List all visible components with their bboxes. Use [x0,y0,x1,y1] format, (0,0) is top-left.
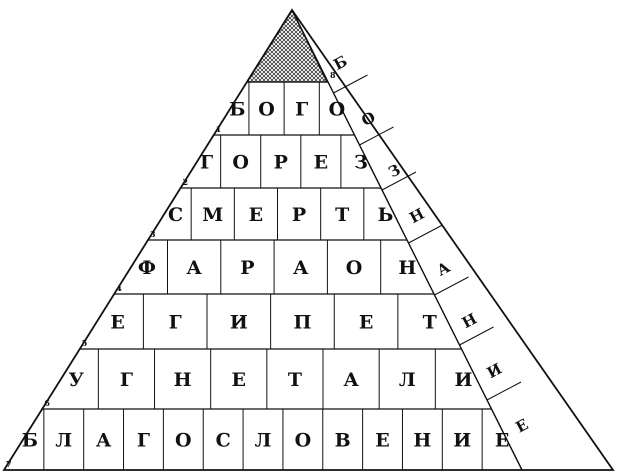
row-4-letter: Н [398,257,416,279]
row-6-letter: Е [232,369,246,391]
row-4-letter: Р [240,257,254,279]
row-7-letter: И [453,430,471,452]
row-7-letter: А [96,430,112,452]
side-cell-divider [435,277,469,295]
row-6-letter: Л [399,369,416,391]
row-7-letter: С [216,430,231,452]
row-6-letter: А [343,369,359,391]
row-6-letter: Н [174,369,192,391]
row-2-letter: Г [200,152,213,174]
row-4-letter: О [346,257,363,279]
row-number: 2 [183,177,189,187]
row-3-letter: С [168,204,183,226]
row-6-letter: Т [288,369,302,391]
side-letter: А [434,258,454,280]
row-7-letter: Е [495,430,509,452]
row-1-letter: Г [295,99,308,121]
row-number: 1 [216,124,222,134]
apex-hatched-cap [247,10,327,82]
row-1-letter: Б [229,99,245,121]
side-letter: Е [513,415,532,436]
row-2-letter: З [354,152,368,174]
row-4-letter: А [293,257,309,279]
row-4-letter: А [186,257,202,279]
row-3-letter: Ь [378,204,394,226]
row-1-letter: О [329,99,346,121]
side-letter: Н [459,310,480,333]
side-cell-divider [460,327,494,345]
row-2-letter: Р [274,152,288,174]
row-5-letter: Т [423,312,437,334]
row-number: 5 [82,338,88,348]
row-6-letter: Г [120,369,133,391]
row-7-letter: Л [255,430,272,452]
row-number: 7 [6,459,12,469]
side-letter: И [484,360,505,383]
row-7-letter: Н [413,430,431,452]
side-letter: З [385,160,403,181]
row-5-letter: Е [359,312,373,334]
row-number: 4 [116,283,122,293]
row-3-letter: Е [249,204,263,226]
row-7-letter: О [175,430,192,452]
row-3-letter: М [202,204,223,226]
row-5-letter: Г [169,312,182,334]
row-7-letter: В [335,430,351,452]
side-letter: О [358,108,378,130]
row-number: 3 [150,229,156,239]
row-number: 6 [44,398,50,408]
row-3-letter: Р [292,204,306,226]
row-5-letter: П [293,312,311,334]
row-7-letter: Е [375,430,389,452]
row-2-letter: О [232,152,249,174]
row-7-letter: Б [22,430,38,452]
side-cell-divider [487,382,521,400]
row-5-letter: И [230,312,248,334]
row-4-letter: Ф [138,257,156,279]
row-7-letter: Г [137,430,150,452]
row-5-letter: Е [110,312,124,334]
row-7-letter: Л [55,430,72,452]
side-cell-divider [409,225,443,243]
row-2-letter: Е [314,152,328,174]
row-1-letter: О [258,99,275,121]
row-6-letter: И [454,369,472,391]
side-letter: Н [406,205,427,228]
side-number: 8 [330,70,336,80]
row-6-letter: У [69,369,85,391]
row-7-letter: О [295,430,312,452]
row-3-letter: Т [335,204,349,226]
